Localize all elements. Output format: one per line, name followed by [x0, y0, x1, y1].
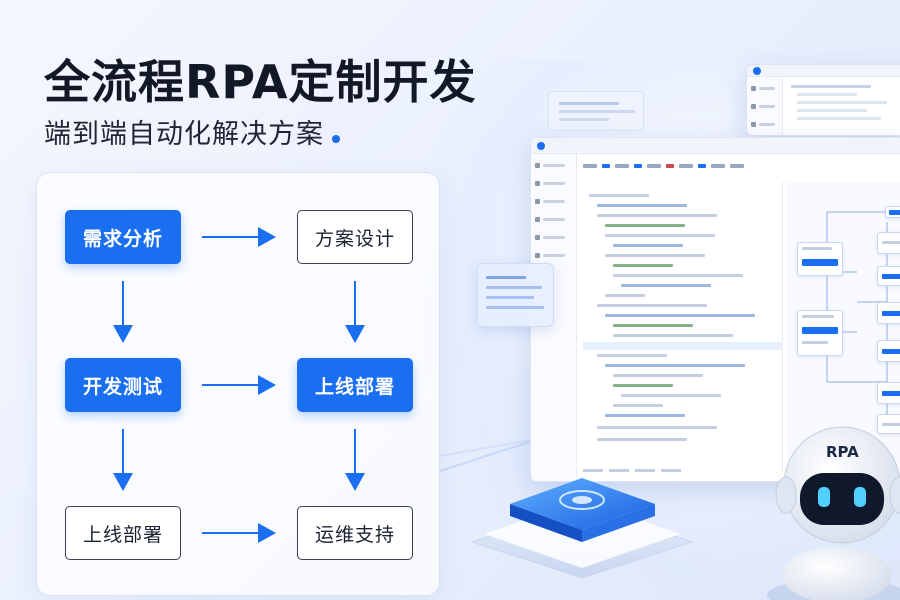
flowchart-node — [877, 414, 900, 434]
sidebar-item — [751, 118, 778, 131]
accent-dot — [332, 134, 340, 143]
flowchart-canvas — [787, 182, 900, 472]
flow-node-ops-support: 运维支持 — [297, 506, 413, 560]
secondary-app-window — [746, 64, 900, 136]
flow-node-deploy-primary: 上线部署 — [297, 358, 413, 412]
sidebar-item — [535, 195, 572, 208]
window-sidebar — [747, 77, 783, 135]
menu-icon — [535, 217, 540, 222]
menu-icon — [751, 104, 756, 109]
menu-icon — [535, 235, 540, 240]
flowchart-node — [877, 266, 900, 286]
menu-icon — [535, 253, 540, 258]
flowchart-node — [877, 340, 900, 362]
flow-node-solution-design: 方案设计 — [297, 210, 413, 264]
sidebar-item — [535, 231, 572, 244]
ide-status-bar — [583, 469, 743, 475]
sidebar-item — [751, 100, 778, 113]
process-flow-panel: 需求分析 方案设计 开发测试 上线部署 上线部署 运维支持 — [36, 172, 440, 596]
window-title-bar — [531, 138, 900, 154]
flow-node-dev-test: 开发测试 — [65, 358, 181, 412]
subtitle-text: 端到端自动化解决方案 — [44, 119, 324, 150]
glowing-platform — [470, 478, 694, 579]
flow-arrows — [113, 227, 365, 543]
menu-icon — [535, 181, 540, 186]
flowchart-node — [877, 382, 900, 404]
code-editor — [583, 182, 783, 472]
rpa-ide-window — [530, 137, 900, 482]
flowchart-node — [797, 242, 843, 276]
sidebar-item — [535, 159, 572, 172]
flowchart-node — [797, 310, 843, 356]
sidebar-item — [535, 177, 572, 190]
flow-node-deploy-secondary: 上线部署 — [65, 506, 181, 560]
menu-icon — [535, 163, 540, 168]
flowchart-node — [877, 302, 900, 324]
robot-badge: RPA — [826, 443, 859, 461]
floating-info-card — [548, 91, 644, 131]
menu-icon — [751, 86, 756, 91]
page-title: 全流程RPA定制开发 — [44, 55, 477, 109]
window-title-bar — [747, 65, 900, 77]
menu-icon — [751, 122, 756, 127]
ide-toolbar — [583, 162, 900, 170]
rpa-robot-icon: RPA — [767, 426, 900, 600]
sidebar-item — [535, 249, 572, 262]
page-subtitle: 端到端自动化解决方案 — [44, 112, 340, 151]
flow-node-requirement-analysis: 需求分析 — [65, 210, 181, 264]
menu-icon — [535, 199, 540, 204]
sidebar-item — [751, 82, 778, 95]
app-logo-icon — [753, 66, 761, 75]
flowchart-node — [885, 206, 900, 218]
app-logo-icon — [537, 141, 545, 150]
flowchart-node — [877, 232, 900, 254]
sidebar-item — [535, 213, 572, 226]
floating-log-card — [477, 263, 554, 327]
